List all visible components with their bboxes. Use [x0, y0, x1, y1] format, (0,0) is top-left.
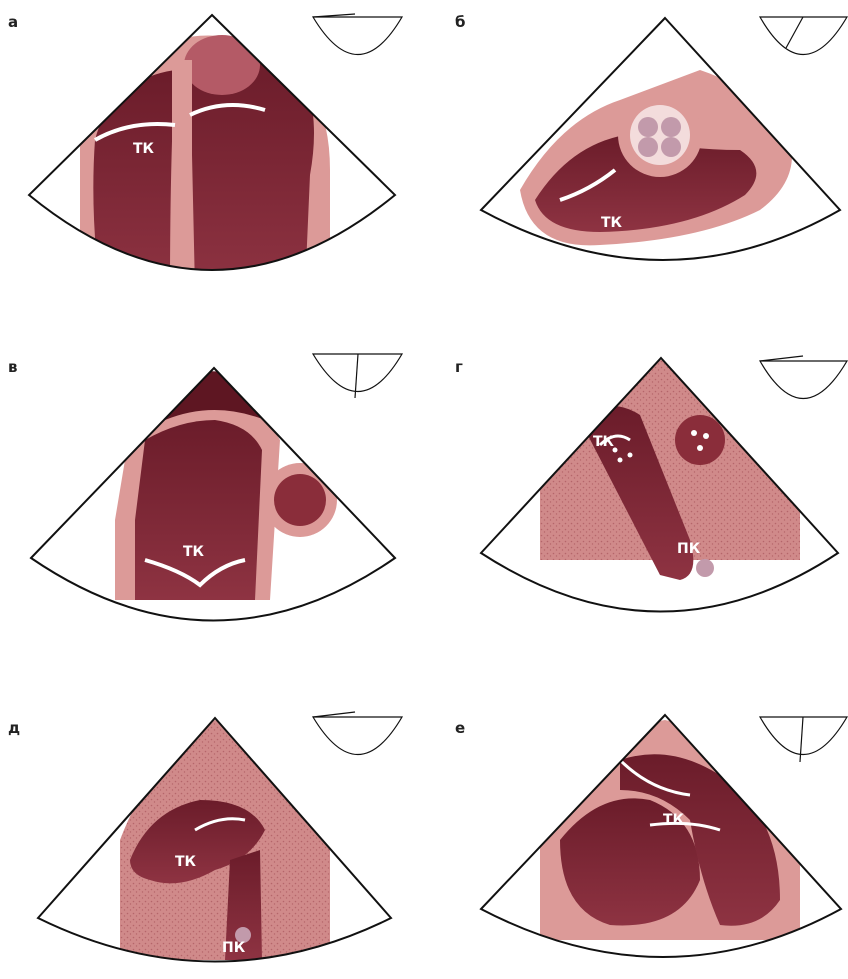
probe-orientation-icon [313, 354, 402, 398]
valve-label-pk: ПК [677, 541, 701, 557]
probe-orientation-icon [313, 14, 402, 55]
valve-label-tk: ТК [133, 141, 155, 157]
panel-letter: е [455, 719, 465, 737]
probe-orientation-icon [760, 717, 847, 762]
panel-letter: б [455, 13, 465, 31]
panel-d: д ТК ПК [0, 710, 424, 979]
probe-orientation-icon [760, 17, 847, 55]
panel-g: г ТК ПК [450, 350, 848, 670]
heart-section-a [0, 0, 424, 340]
panel-b: б ТК [450, 0, 848, 320]
valve-label-tk: ТК [175, 854, 197, 870]
valve-label-tk: ТК [663, 812, 685, 828]
panel-letter: д [8, 719, 20, 737]
panel-e: е ТК [450, 710, 848, 979]
probe-orientation-icon [313, 712, 402, 755]
panel-letter: а [8, 13, 18, 31]
panel-a: а ТК [0, 0, 424, 340]
valve-label-tk: ТК [601, 215, 623, 231]
valve-label-pk: ПК [222, 940, 246, 956]
panel-letter: г [455, 358, 463, 376]
heart-section-d [0, 710, 424, 979]
panel-v: в ТК [0, 354, 424, 670]
heart-section-g [450, 350, 848, 670]
valve-label-tk: ТК [183, 544, 205, 560]
heart-section-v [0, 360, 424, 670]
probe-orientation-icon [760, 356, 847, 399]
valve-label-tk: ТК [593, 434, 615, 450]
panel-letter: в [8, 358, 18, 376]
heart-section-b [450, 0, 848, 320]
